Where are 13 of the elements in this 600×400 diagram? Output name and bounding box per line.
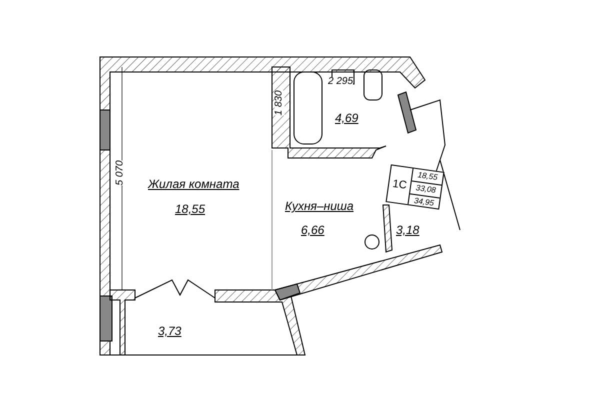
room-area-value: 6,66 — [301, 224, 324, 236]
room-area-value: 3,18 — [396, 224, 420, 236]
dimension-label: 1 830 — [274, 90, 285, 116]
area-value: 18,55 — [412, 168, 444, 186]
apartment-type: 1С — [386, 166, 414, 204]
room-area-value: 4,69 — [335, 112, 358, 124]
area-value: 33,08 — [410, 182, 442, 199]
room-name: Жилая комната — [148, 178, 240, 190]
dimension-label: 5 070 — [116, 160, 126, 186]
room-area-value: 18,55 — [175, 203, 206, 215]
room-area-value: 3,73 — [158, 325, 182, 337]
dimension-label: 2 295 — [328, 77, 354, 87]
room-name: Кухня–ниша — [285, 200, 354, 212]
